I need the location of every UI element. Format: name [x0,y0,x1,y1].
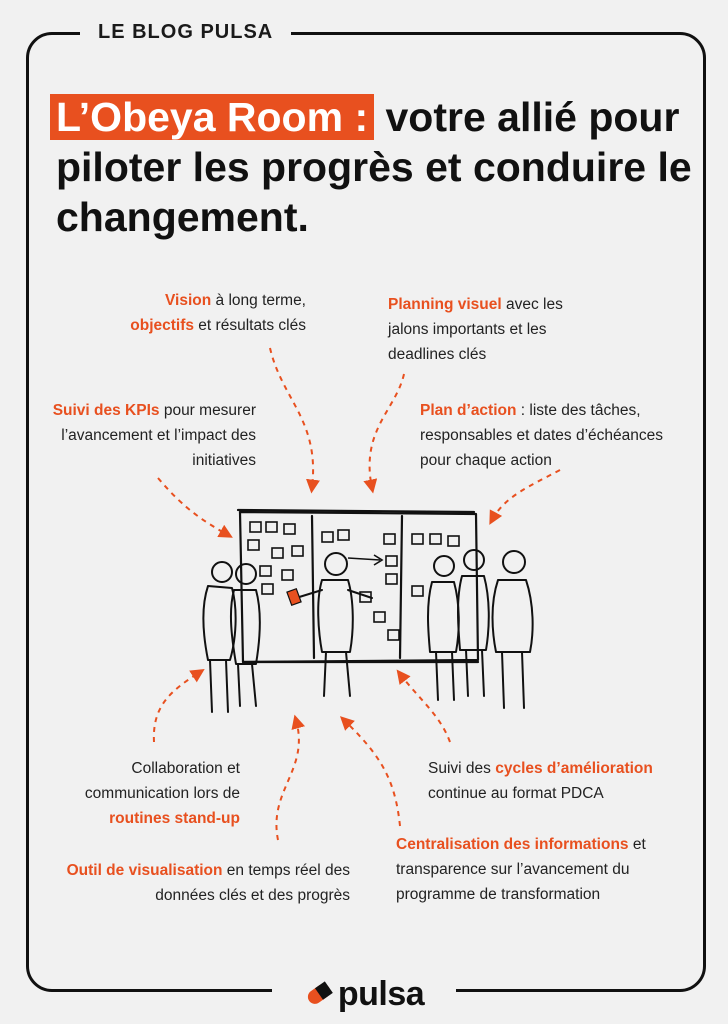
people [202,549,534,713]
note-collab: Collaboration et communication lors de r… [84,760,240,827]
blog-label: LE BLOG PULSA [80,18,292,46]
pulsa-logo-icon [307,981,333,1004]
presenter-tablet-icon [286,587,302,607]
note-action: Plan d’action : liste des tâches, respon… [420,402,663,469]
whiteboard [236,508,480,664]
note-centralisation: Centralisation des informations et trans… [396,836,646,903]
logo-text: pulsa [337,974,425,1013]
dashed-arrows [152,347,561,841]
note-kpis: Suivi des KPIs pour mesurer l’avancement… [52,402,256,469]
title-rest: votre allié pour piloter les progrès et … [56,94,692,240]
page-title: L’Obeya Room : votre allié pour piloter … [50,92,696,242]
sticky-notes [247,521,460,641]
footer-logo: pulsa [272,972,456,1016]
note-vision: Vision à long terme, objectifs et résult… [130,292,306,334]
note-outil: Outil de visualisation en temps réel des… [66,862,350,904]
note-planning: Planning visuel avec les jalons importan… [388,296,563,363]
title-highlight: L’Obeya Room : [50,94,375,140]
note-cycles: Suivi des cycles d’amélioration continue… [428,760,653,802]
